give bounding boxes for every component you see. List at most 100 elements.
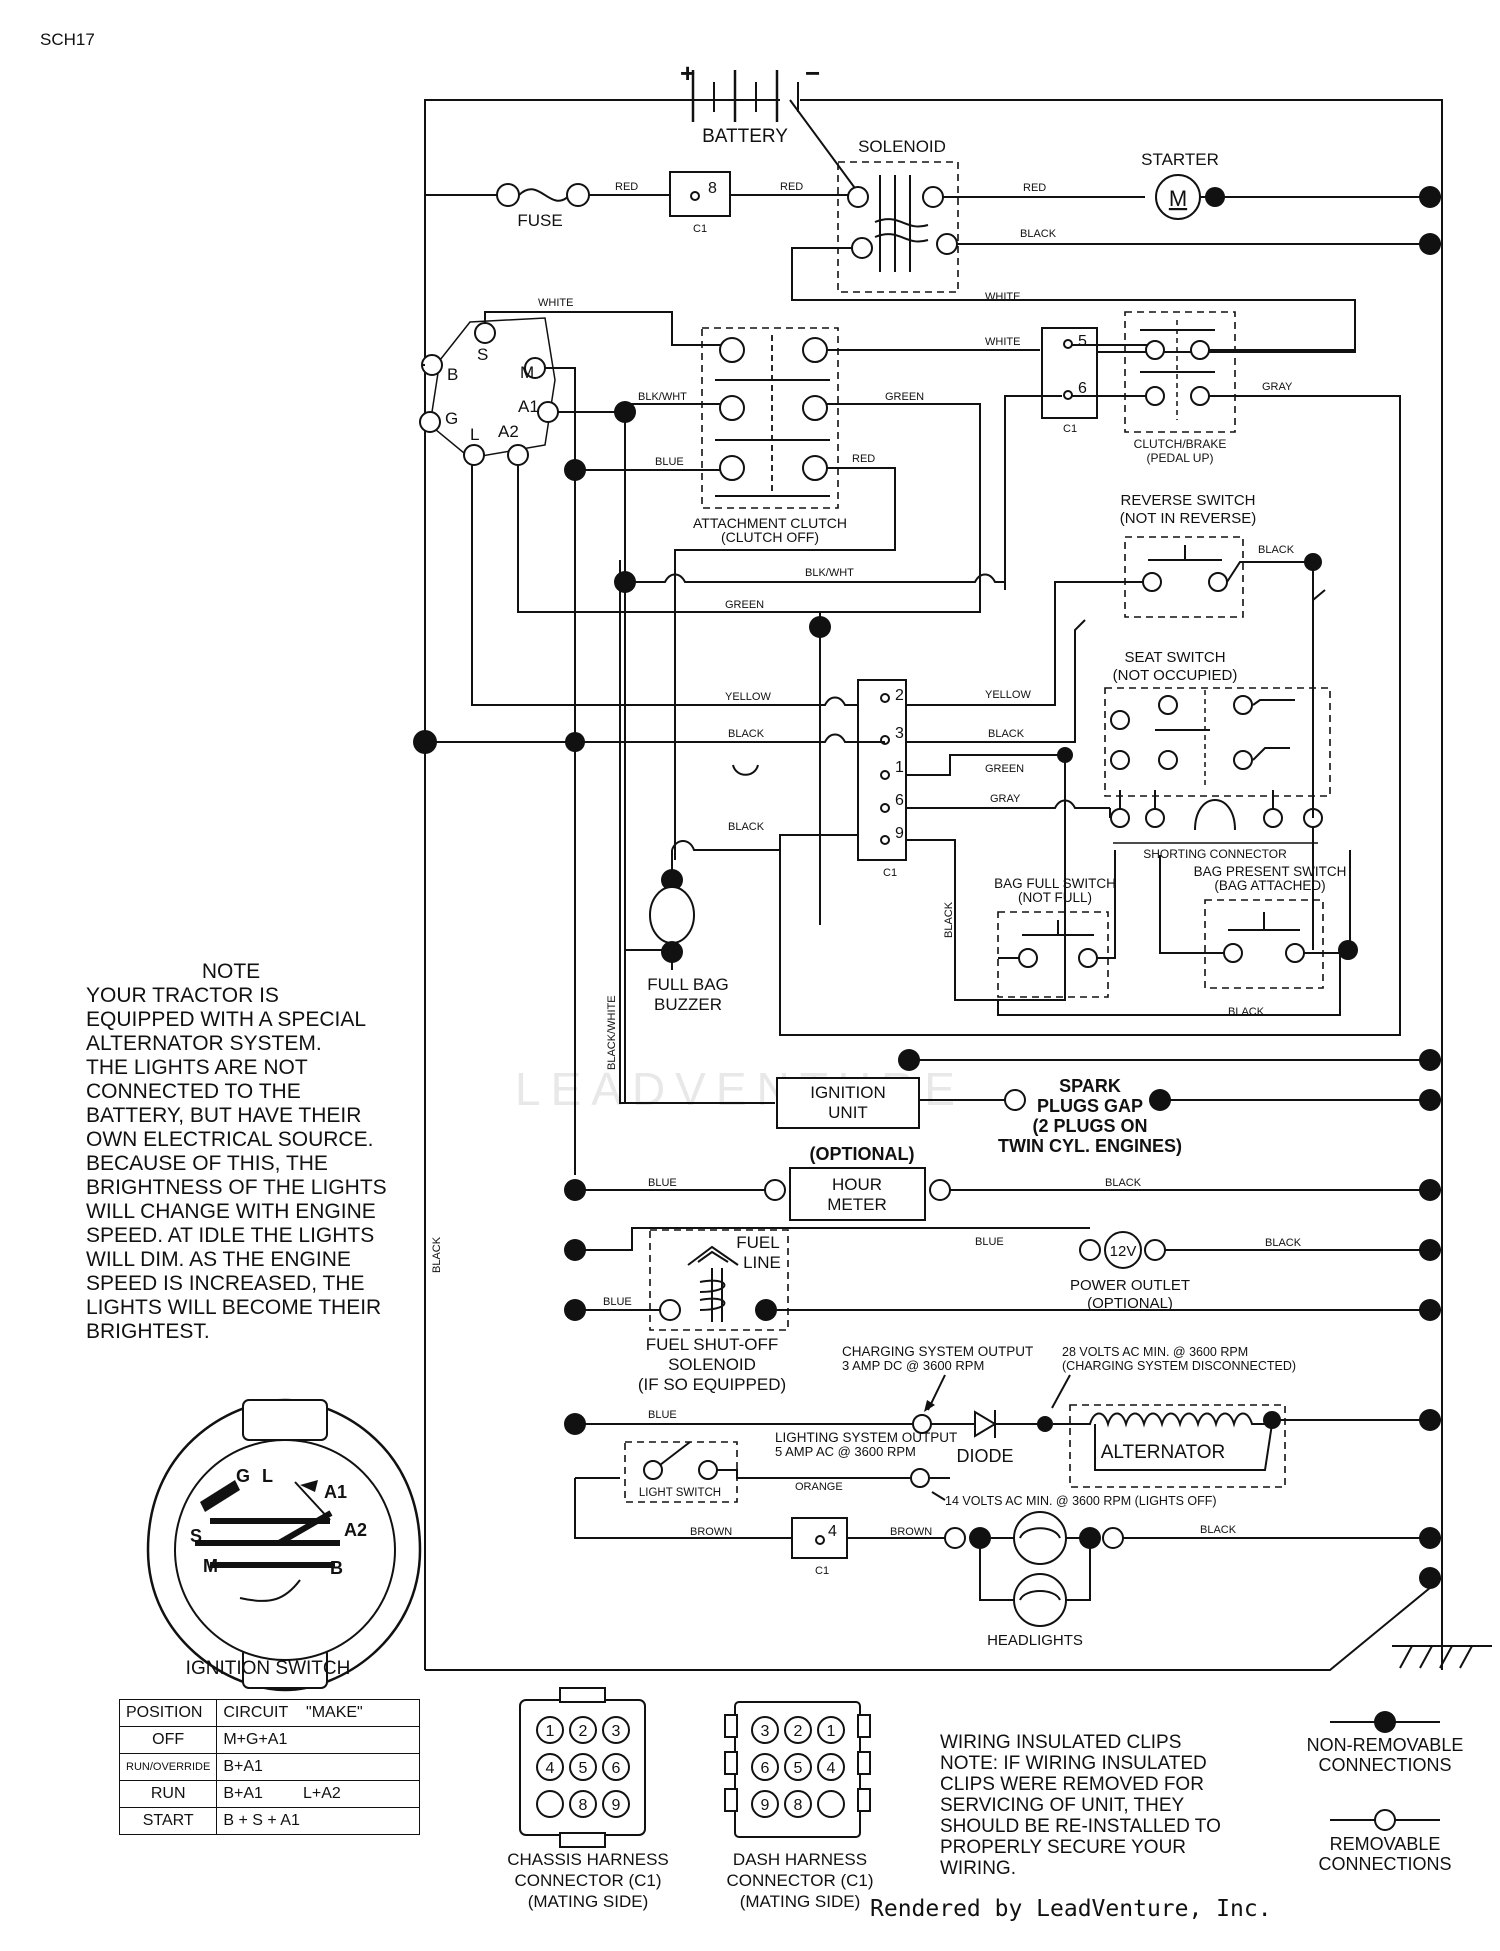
wire-label-blkwht: BLK/WHT	[805, 567, 854, 579]
alternator-label: ALTERNATOR	[1101, 1442, 1226, 1463]
row-circuit: M+G+A1	[216, 1726, 421, 1754]
battery-negative: −	[805, 58, 820, 88]
ignition-unit-label: IGNITION	[810, 1083, 886, 1102]
wire-label-white: WHITE	[985, 336, 1020, 348]
dash-pin-number: 1	[827, 1723, 836, 1740]
dash-pin-number: 9	[761, 1797, 770, 1814]
spark-plugs-note1: (2 PLUGS ON	[1032, 1116, 1147, 1136]
c1-pin-2: 2	[895, 687, 904, 704]
dash-pin-socket	[817, 1753, 845, 1781]
page-code: SCH17	[40, 30, 95, 49]
header-circuit-make: CIRCUIT "MAKE"	[216, 1699, 421, 1727]
chassis-pin-socket	[536, 1716, 564, 1744]
table-row: START B + S + A1	[118, 1807, 421, 1835]
ac-14v-label: 14 VOLTS AC MIN. @ 3600 RPM (LIGHTS OFF)	[945, 1494, 1217, 1508]
clutch-brake-label: CLUTCH/BRAKE	[1134, 437, 1227, 451]
term-M: M	[520, 363, 534, 382]
row-make-text: L+A2	[302, 1785, 341, 1802]
chassis-pin-socket	[602, 1790, 630, 1818]
c1-main-connector: 2 3 1 6 9 C1	[857, 679, 907, 879]
ignition-unit-sub: UNIT	[828, 1103, 868, 1122]
row-circuit: B+A1	[216, 1753, 421, 1781]
legend-removable: REMOVABLE	[1330, 1834, 1441, 1854]
table-row: OFF M+G+A1	[118, 1726, 421, 1754]
wire-label-black: BLACK	[1105, 1177, 1142, 1189]
wire-label-black-white: BLACK/WHITE	[606, 995, 618, 1070]
header-make: "MAKE"	[306, 1704, 363, 1721]
row-position: OFF	[118, 1726, 218, 1754]
starter-label: STARTER	[1141, 150, 1219, 169]
wire-label-yellow: YELLOW	[725, 691, 771, 703]
c1-label: C1	[1063, 423, 1077, 435]
fuse-label: FUSE	[517, 211, 562, 230]
row-position: RUN	[118, 1780, 218, 1808]
ignition-switch-table: POSITION CIRCUIT "MAKE" OFF M+G+A1 RUN/O…	[118, 1699, 421, 1835]
chassis-pin-number: 9	[612, 1797, 621, 1814]
battery: + − BATTERY	[424, 58, 1443, 1670]
c1-pin-3: 3	[895, 725, 904, 742]
fuel-solenoid-label: FUEL SHUT-OFF	[646, 1335, 779, 1354]
note-body: YOUR TRACTOR IS EQUIPPED WITH A SPECIAL …	[86, 984, 387, 1343]
wire-label-red: RED	[615, 181, 638, 193]
battery-positive: +	[680, 58, 695, 88]
ignition-switch-terminals: B S M G A1 L A2	[419, 317, 559, 466]
wire-label-black: BLACK	[988, 728, 1025, 740]
light-switch-label: LIGHT SWITCH	[639, 1487, 721, 1499]
charging-output-label: CHARGING SYSTEM OUTPUT	[842, 1344, 1033, 1359]
wire-label-gray: GRAY	[990, 793, 1021, 805]
chassis-pin-socket	[569, 1716, 597, 1744]
power-outlet-voltage: 12V	[1110, 1243, 1137, 1260]
hour-meter-optional: (OPTIONAL)	[810, 1144, 915, 1164]
face-label-M: M	[203, 1556, 218, 1576]
dash-pin-number: 4	[827, 1760, 836, 1777]
starter: M STARTER	[1141, 150, 1219, 220]
row-position: RUN/OVERRIDE	[118, 1753, 218, 1781]
wire-label-gray: GRAY	[1262, 381, 1293, 393]
wire-label-orange: ORANGE	[795, 1481, 843, 1493]
clutch-brake-switch: CLUTCH/BRAKE (PEDAL UP)	[1124, 311, 1236, 465]
attachment-clutch-sub: (CLUTCH OFF)	[721, 529, 819, 545]
headlights-label: HEADLIGHTS	[987, 1632, 1083, 1649]
wire-label-red: RED	[1023, 182, 1046, 194]
chassis-connector-caption: CHASSIS HARNESS CONNECTOR (C1) (MATING S…	[507, 1850, 669, 1911]
row-circuit-text: B+A1	[223, 1785, 263, 1802]
wire-label-green: GREEN	[885, 391, 924, 403]
header-circuit: CIRCUIT	[223, 1704, 289, 1721]
wire-label-black: BLACK	[1200, 1524, 1237, 1536]
chassis-pin-number: 3	[612, 1723, 621, 1740]
solenoid: SOLENOID	[837, 137, 959, 293]
wire-label-black: BLACK	[1258, 544, 1295, 556]
legend: NON-REMOVABLE CONNECTIONS REMOVABLE CONN…	[1307, 1711, 1464, 1874]
term-G: G	[445, 409, 458, 428]
attachment-clutch-label: ATTACHMENT CLUTCH	[693, 515, 847, 531]
legend-non-removable-sub: CONNECTIONS	[1318, 1755, 1451, 1775]
alternator-note: NOTE YOUR TRACTOR IS EQUIPPED WITH A SPE…	[86, 960, 416, 1344]
dash-pin-socket	[817, 1716, 845, 1744]
bag-present-switch: BAG PRESENT SWITCH (BAG ATTACHED)	[1194, 864, 1346, 989]
charging-output-note: CHARGING SYSTEM OUTPUT 3 AMP DC @ 3600 R…	[842, 1344, 1033, 1412]
wire-label-yellow: YELLOW	[985, 689, 1031, 701]
header-position: POSITION	[118, 1699, 218, 1727]
dash-pin-socket	[751, 1790, 779, 1818]
wire-label-black: BLACK	[1020, 228, 1057, 240]
wire-label-black: BLACK	[728, 728, 765, 740]
seat-switch: SEAT SWITCH (NOT OCCUPIED)	[1104, 649, 1331, 797]
face-label-A2: A2	[344, 1520, 367, 1540]
face-label-G: G	[236, 1466, 250, 1486]
chassis-pin-socket	[602, 1753, 630, 1781]
chassis-pin-number: 8	[579, 1797, 588, 1814]
spark-plugs-gap: PLUGS GAP	[1037, 1096, 1143, 1116]
wire-label-brown: BROWN	[890, 1526, 932, 1538]
legend-non-removable: NON-REMOVABLE	[1307, 1735, 1464, 1755]
face-label-A1: A1	[324, 1482, 347, 1502]
c1-label: C1	[815, 1565, 829, 1577]
chassis-pin-number: 5	[579, 1760, 588, 1777]
shorting-connector-label: SHORTING CONNECTOR	[1143, 847, 1287, 861]
spark-label: SPARK	[1059, 1076, 1121, 1096]
seat-switch-label: SEAT SWITCH	[1124, 649, 1225, 666]
dash-pin-number: 8	[794, 1797, 803, 1814]
wire-label-red: RED	[780, 181, 803, 193]
chassis-pin-socket	[569, 1753, 597, 1781]
dash-pin-number: 3	[761, 1723, 770, 1740]
